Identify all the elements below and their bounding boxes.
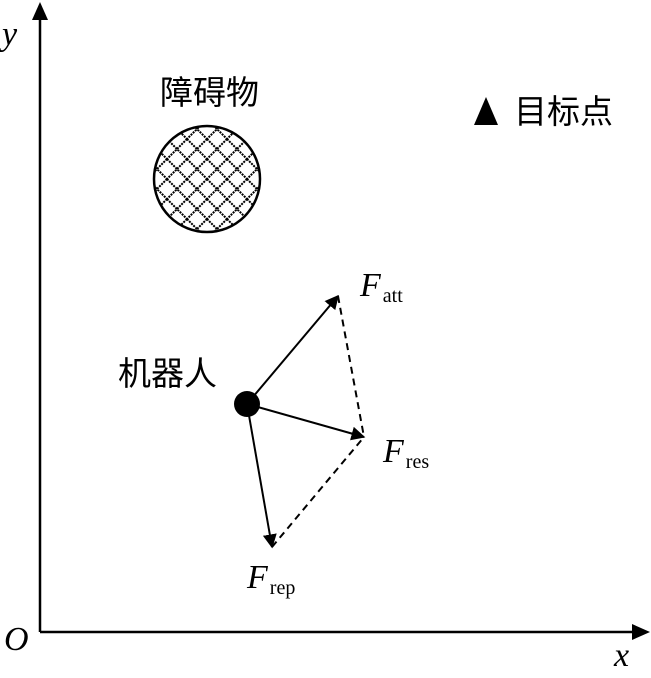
x-axis-arrow-icon (632, 624, 650, 640)
goal-label: 目标点 (514, 92, 613, 131)
y-axis-label: y (0, 16, 18, 53)
x-axis-label: x (613, 637, 629, 674)
resultant-force-arrow (246, 403, 366, 441)
obstacle-hatch (155, 127, 259, 231)
dashed-rep-res (271, 436, 365, 548)
repulsive-force-arrow (246, 403, 277, 549)
y-axis-arrow-icon (32, 2, 48, 20)
dashed-att-res (337, 295, 365, 438)
obstacle-circle (152, 124, 262, 234)
robot-dot (234, 391, 260, 417)
robot-label: 机器人 (118, 354, 217, 393)
attractive-force-arrow (246, 294, 339, 405)
goal-triangle-icon (474, 97, 498, 125)
obstacle-label: 障碍物 (160, 73, 259, 112)
origin-label: O (4, 621, 29, 658)
